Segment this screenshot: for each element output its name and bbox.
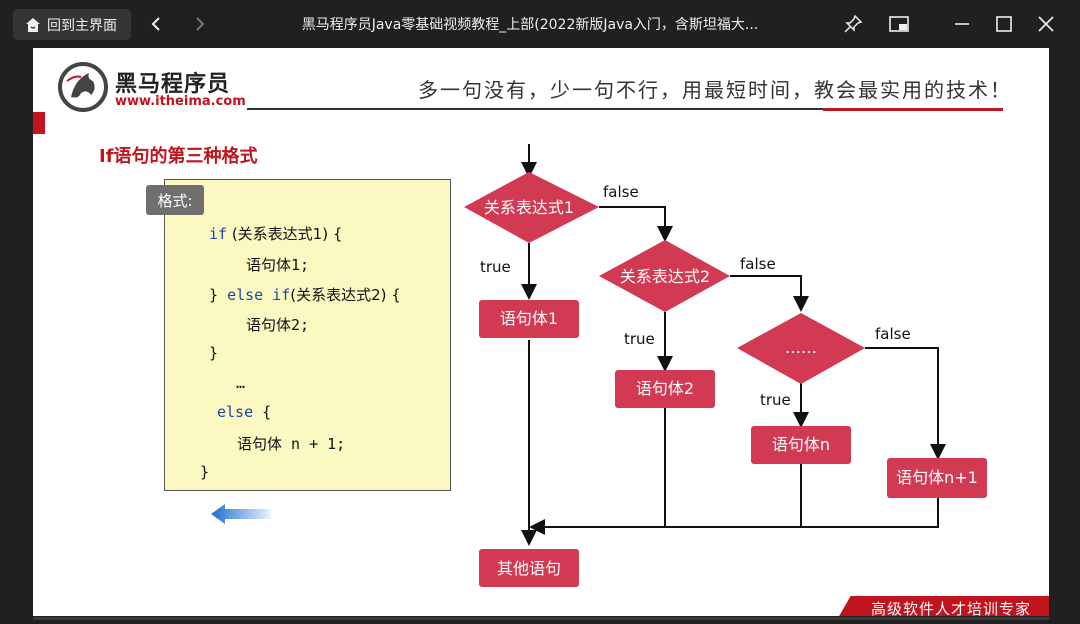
code-text: { <box>253 403 272 421</box>
pin-icon <box>844 14 863 33</box>
body-1-label: 语句体1 <box>500 309 558 328</box>
false-label-1: false <box>603 183 639 201</box>
flowchart: 关系表达式1 关系表达式2 …… 语句体1 语句体2 语句体n 语句体n+1 其… <box>464 144 987 587</box>
chevron-right-icon <box>196 17 205 31</box>
code-keyword: if <box>272 286 291 304</box>
logo: 黑马程序员 www.itheima.com <box>55 58 246 116</box>
body-2-label: 语句体2 <box>636 379 694 398</box>
slogan: 多一句没有，少一句不行，用最短时间，教会最实用的技术！ <box>418 78 1012 102</box>
red-side-tab <box>33 112 45 134</box>
slogan-underline <box>247 108 1003 110</box>
condition-3-diamond <box>737 313 865 384</box>
code-text: (关系表达式1) { <box>227 225 343 243</box>
code-box <box>164 179 451 491</box>
slogan-red-accent <box>823 108 1003 111</box>
code-line-6: … <box>236 374 246 392</box>
code-line-7: else { <box>217 403 271 421</box>
true-label-2: true <box>624 330 655 348</box>
body-2-box <box>615 370 715 408</box>
code-badge: 格式: <box>146 185 204 215</box>
bottom-bar <box>0 616 1080 624</box>
arrow-left-icon <box>211 504 271 524</box>
home-label: 回到主界面 <box>47 17 117 34</box>
body-n1-box <box>887 458 987 498</box>
home-button[interactable]: 回到主界面 <box>13 9 131 40</box>
footer-text: 高级软件人才培训专家 <box>871 600 1032 616</box>
code-line-9: } <box>200 463 210 481</box>
title-bar: 回到主界面 黑马程序员Java零基础视频教程_上部(2022新版Java入门，含… <box>0 0 1080 48</box>
code-keyword: else <box>227 286 264 304</box>
maximize-icon <box>996 16 1012 32</box>
code-line-4: 语句体2; <box>246 316 310 334</box>
false-label-2: false <box>740 255 776 273</box>
close-icon <box>1038 16 1054 32</box>
condition-3-label: …… <box>785 338 817 357</box>
body-n-box <box>751 426 851 464</box>
code-text: } <box>209 286 228 304</box>
false-label-3: false <box>875 325 911 343</box>
minimize-button[interactable] <box>950 12 974 36</box>
code-line-2: 语句体1; <box>246 256 310 274</box>
logo-name: 黑马程序员 <box>115 72 231 97</box>
code-keyword: if <box>209 225 228 243</box>
body-n1-label: 语句体n+1 <box>896 468 978 487</box>
footer-banner <box>838 596 1049 616</box>
logo-url: www.itheima.com <box>115 94 246 109</box>
forward-nav-button[interactable] <box>188 12 212 36</box>
video-slide[interactable]: 黑马程序员 www.itheima.com 多一句没有，少一句不行，用最短时间，… <box>33 48 1049 616</box>
code-line-5: } <box>209 344 219 362</box>
condition-1-diamond <box>464 172 599 243</box>
mini-window-button[interactable] <box>887 12 911 36</box>
back-arrow-button[interactable] <box>209 502 273 530</box>
home-icon <box>26 17 40 32</box>
code-line-1: if (关系表达式1) { <box>209 223 342 244</box>
true-label-3: true <box>760 391 791 409</box>
code-line-8: 语句体 n + 1; <box>237 435 346 453</box>
horse-logo-icon <box>58 62 108 112</box>
true-label-1: true <box>480 258 511 276</box>
pin-button[interactable] <box>841 12 865 36</box>
close-button[interactable] <box>1034 12 1058 36</box>
video-progress-track[interactable] <box>33 617 1049 620</box>
back-nav-button[interactable] <box>144 12 168 36</box>
body-n-label: 语句体n <box>772 435 830 454</box>
code-text: (关系表达式2) { <box>290 286 401 304</box>
condition-2-diamond <box>599 240 730 312</box>
condition-2-label: 关系表达式2 <box>620 267 710 286</box>
other-statement-label: 其他语句 <box>497 559 561 578</box>
maximize-button[interactable] <box>992 12 1016 36</box>
picture-in-picture-icon <box>889 16 909 32</box>
other-statement-box <box>479 549 579 587</box>
body-1-box <box>479 300 579 338</box>
code-line-3: } else if(关系表达式2) { <box>209 284 401 305</box>
minimize-icon <box>955 23 969 25</box>
window-title: 黑马程序员Java零基础视频教程_上部(2022新版Java入门，含斯坦福大..… <box>301 17 759 33</box>
chevron-left-icon <box>151 17 160 31</box>
condition-1-label: 关系表达式1 <box>484 198 574 217</box>
code-keyword: else <box>217 403 254 421</box>
section-title: If语句的第三种格式 <box>99 146 258 167</box>
